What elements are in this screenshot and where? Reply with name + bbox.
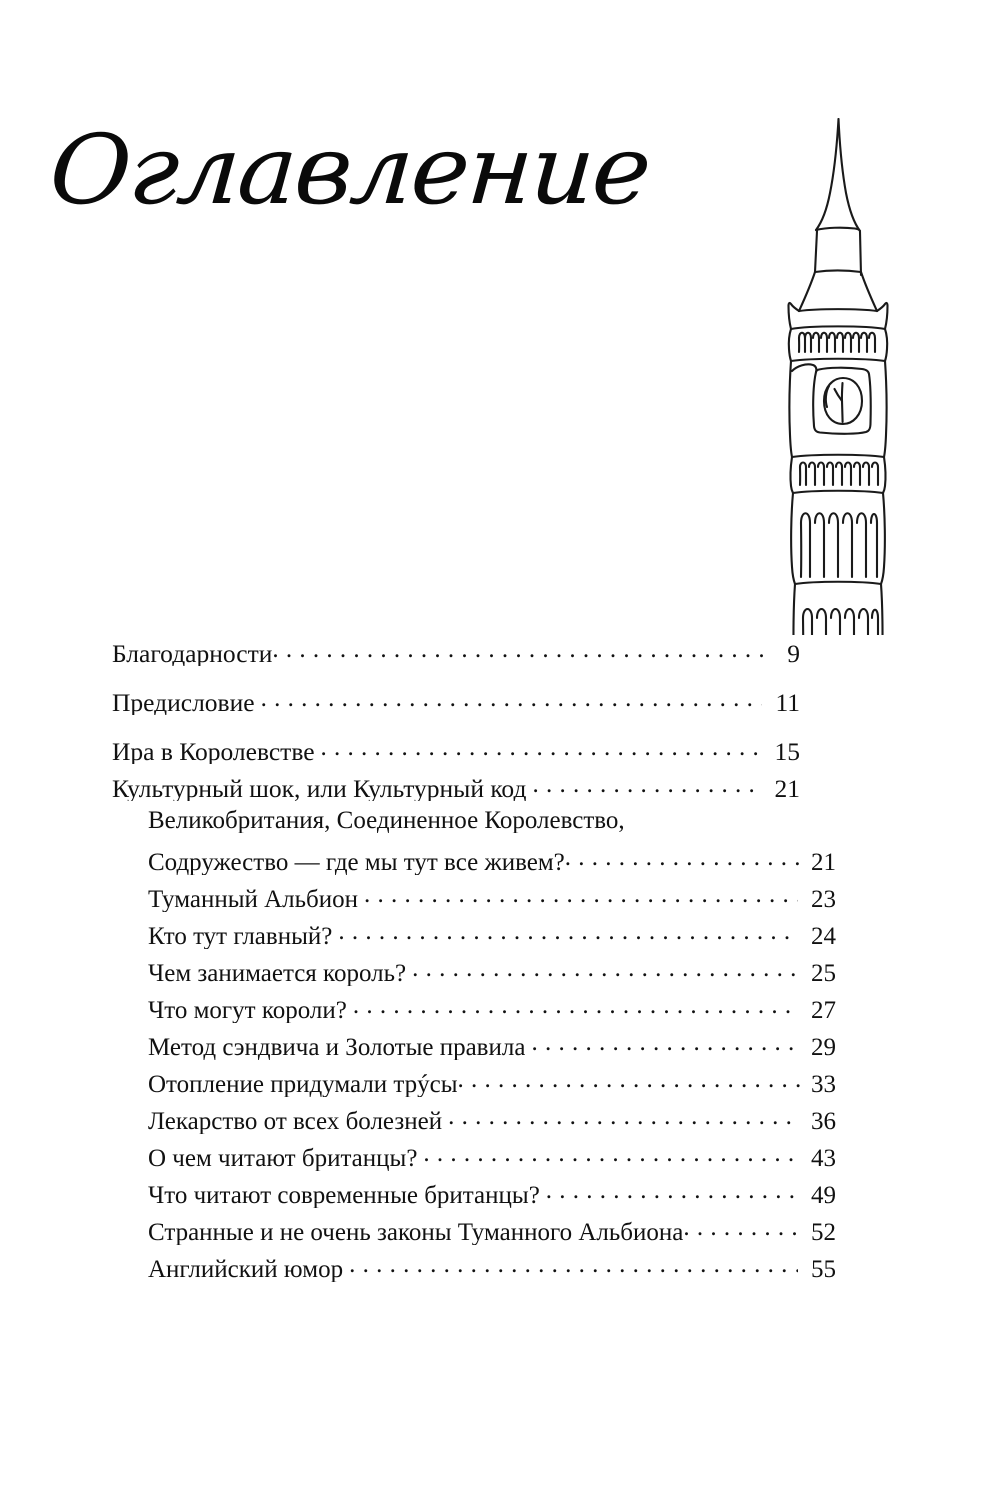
toc-entry-label: Что могут короли? (148, 998, 347, 1023)
toc-entry-label: Английский юмор (148, 1257, 344, 1282)
toc-entry[interactable]: Чем занимается король? 25 (112, 956, 836, 993)
toc-entry-label: Отопление придумали трýсы (148, 1072, 458, 1097)
toc-entry-page: 11 (775, 687, 800, 717)
toc-entry[interactable]: Кто тут главный? 24 (112, 919, 836, 956)
toc-dot-leader (349, 1252, 798, 1277)
toc-dot-leader (448, 1104, 798, 1129)
toc-entry-page: 36 (811, 1108, 836, 1135)
toc-entry-page: 43 (811, 1145, 836, 1172)
toc-entry[interactable]: Английский юмор 55 (112, 1252, 836, 1289)
toc-entry-label: Великобритания, Соединенное Королевство, (148, 808, 625, 833)
toc-dot-leader (272, 636, 764, 662)
toc-entry-page: 25 (811, 960, 836, 987)
toc-entry[interactable]: Ира в Королевстве 15 (112, 734, 800, 771)
toc-entry-label: Предисловие (112, 689, 255, 715)
toc-dot-leader (531, 1030, 798, 1055)
toc-entry-label: Лекарство от всех болезней (148, 1109, 443, 1134)
toc-entry-page: 21 (811, 849, 836, 876)
toc-entry[interactable]: Содружество — где мы тут все живем? 21 (112, 845, 836, 882)
toc-entry[interactable]: Метод сэндвича и Золотые правила 29 (112, 1030, 836, 1067)
table-of-contents: Благодарности 9 Предисловие 11 Ира в Кор… (112, 636, 836, 1289)
toc-dot-leader (565, 845, 800, 870)
toc-dot-leader (353, 993, 798, 1018)
toc-dot-leader (458, 1067, 800, 1092)
toc-entry-label: Содружество — где мы тут все живем? (148, 850, 565, 875)
toc-entry-label: Туманный Альбион (148, 887, 359, 912)
toc-entry-page: 29 (811, 1034, 836, 1061)
toc-entry[interactable]: Что могут короли? 27 (112, 993, 836, 1030)
toc-entry-page: 33 (811, 1071, 836, 1098)
page-title-block: Оглавление (0, 114, 700, 226)
toc-dot-leader (364, 882, 798, 907)
toc-entry-page: 49 (811, 1182, 836, 1209)
toc-entry-page: 27 (811, 997, 836, 1024)
toc-entry-label: Благодарности (112, 640, 273, 666)
toc-entry-label: Кто тут главный? (148, 924, 333, 949)
toc-entry-page: 21 (774, 773, 801, 803)
toc-entry-page: 9 (787, 638, 800, 668)
toc-entry-label: Культурный шок, или Культурный код (112, 775, 527, 801)
big-ben-illustration (700, 95, 950, 635)
toc-dot-leader (546, 1178, 798, 1203)
toc-entry-label: Что читают современные британцы? (148, 1183, 540, 1208)
toc-entry[interactable]: Отопление придумали трýсы 33 (112, 1067, 836, 1104)
toc-entry[interactable]: Благодарности 9 (112, 636, 800, 673)
toc-entry[interactable]: Туманный Альбион 23 (112, 882, 836, 919)
toc-entry-label: Метод сэндвича и Золотые правила (148, 1035, 526, 1060)
toc-dot-leader (338, 919, 798, 944)
toc-entry[interactable]: Предисловие 11 (112, 685, 800, 722)
toc-entry-page: 24 (811, 923, 836, 950)
toc-dot-leader (412, 956, 798, 981)
toc-entry[interactable]: Культурный шок, или Культурный код 21 (112, 771, 800, 808)
toc-entry-page: 15 (774, 736, 801, 766)
toc-dot-leader (261, 685, 762, 711)
toc-entry-wrapline[interactable]: Великобритания, Соединенное Королевство, (112, 808, 836, 845)
toc-entry-label: Странные и не очень законы Туманного Аль… (148, 1220, 684, 1245)
toc-dot-leader (423, 1141, 798, 1166)
toc-entry-page: 55 (811, 1256, 836, 1283)
toc-entry-page: 52 (811, 1219, 836, 1246)
page-title: Оглавление (46, 114, 654, 226)
toc-entry[interactable]: О чем читают британцы? 43 (112, 1141, 836, 1178)
toc-dot-leader (532, 771, 762, 797)
toc-entry[interactable]: Что читают современные британцы? 49 (112, 1178, 836, 1215)
toc-entry-label: Чем занимается король? (148, 961, 407, 986)
toc-entry[interactable]: Лекарство от всех болезней 36 (112, 1104, 836, 1141)
toc-dot-leader (683, 1215, 800, 1240)
toc-dot-leader (321, 734, 762, 760)
toc-entry[interactable]: Странные и не очень законы Туманного Аль… (112, 1215, 836, 1252)
toc-entry-label: Ира в Королевстве (112, 738, 315, 764)
toc-entry-label: О чем читают британцы? (148, 1146, 418, 1171)
toc-entry-page: 23 (811, 886, 836, 913)
